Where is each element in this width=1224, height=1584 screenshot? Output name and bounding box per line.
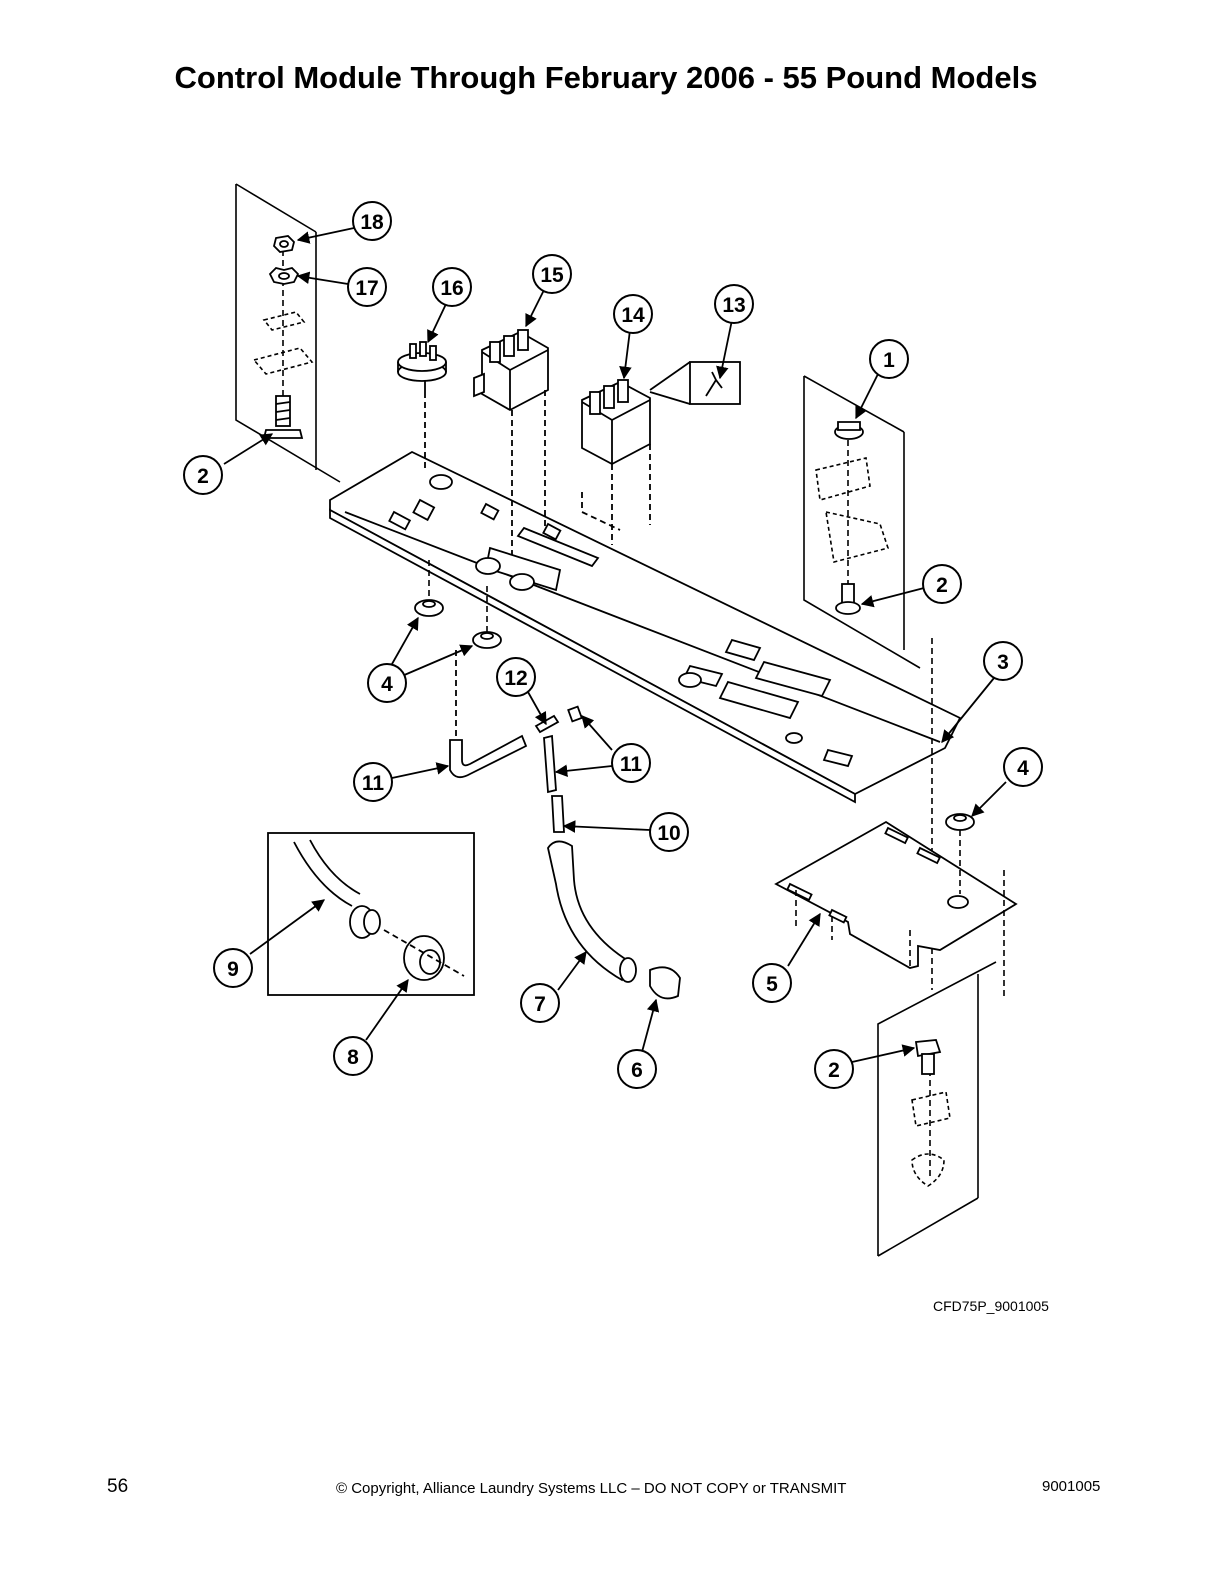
svg-text:18: 18 xyxy=(360,211,384,234)
callout-17: 17 xyxy=(347,267,387,307)
pressure-switch xyxy=(397,341,447,470)
page-number: 56 xyxy=(107,1476,129,1497)
svg-text:14: 14 xyxy=(621,304,645,327)
callout-1: 1 xyxy=(869,339,909,379)
hose-assembly xyxy=(449,650,681,1000)
callout-leaders xyxy=(223,227,1007,1063)
right-lower-detail-panel xyxy=(877,961,997,1257)
copyright-notice: © Copyright, Alliance Laundry Systems LL… xyxy=(336,1480,847,1497)
svg-text:4: 4 xyxy=(1017,757,1029,780)
svg-text:16: 16 xyxy=(440,277,463,300)
callout-18: 18 xyxy=(352,201,392,241)
callout-11-right: 11 xyxy=(611,743,651,783)
callout-7: 7 xyxy=(520,983,560,1023)
callout-12: 12 xyxy=(496,657,536,697)
callout-13: 13 xyxy=(714,284,754,324)
callout-8: 8 xyxy=(333,1036,373,1076)
grommet xyxy=(414,599,975,831)
svg-text:11: 11 xyxy=(362,772,385,795)
mounting-plate xyxy=(774,820,1018,969)
bolt-right-upper xyxy=(835,583,861,615)
flange-nut xyxy=(834,421,864,440)
callout-10: 10 xyxy=(649,812,689,852)
callout-6: 6 xyxy=(617,1049,657,1089)
svg-text:12: 12 xyxy=(504,667,527,690)
callout-9: 9 xyxy=(213,948,253,988)
nut xyxy=(273,235,295,253)
svg-text:11: 11 xyxy=(620,753,643,776)
svg-text:4: 4 xyxy=(381,673,393,696)
callout-2-left: 2 xyxy=(183,455,223,495)
hose-connection-inset xyxy=(267,832,475,996)
star-washer xyxy=(268,267,300,285)
bolt-left xyxy=(262,395,304,439)
contactor-14 xyxy=(581,379,651,545)
figure-id: CFD75P_9001005 xyxy=(933,1298,1049,1314)
callout-14: 14 xyxy=(613,294,653,334)
callout-15: 15 xyxy=(532,254,572,294)
svg-text:7: 7 xyxy=(534,993,546,1016)
svg-text:8: 8 xyxy=(347,1046,359,1069)
svg-text:2: 2 xyxy=(936,574,948,597)
svg-text:2: 2 xyxy=(828,1059,840,1082)
callout-16: 16 xyxy=(432,267,472,307)
callout-4-right: 4 xyxy=(1003,747,1043,787)
svg-text:1: 1 xyxy=(883,349,895,372)
right-detail-panel xyxy=(803,375,921,669)
left-detail-panel xyxy=(235,183,341,483)
svg-text:17: 17 xyxy=(355,277,378,300)
callout-2-right-upper: 2 xyxy=(922,564,962,604)
svg-text:6: 6 xyxy=(631,1059,643,1082)
svg-text:15: 15 xyxy=(540,264,564,287)
callout-3: 3 xyxy=(983,641,1023,681)
svg-text:13: 13 xyxy=(722,294,745,317)
page-title: Control Module Through February 2006 - 5… xyxy=(174,60,1038,95)
svg-text:2: 2 xyxy=(197,465,209,488)
svg-text:9: 9 xyxy=(227,958,239,981)
svg-text:3: 3 xyxy=(997,651,1009,674)
plate-guide-lines xyxy=(795,830,1005,1000)
svg-text:10: 10 xyxy=(657,822,680,845)
callout-4-left: 4 xyxy=(367,663,407,703)
bolt-right-lower xyxy=(914,1039,942,1075)
control-panel-bracket xyxy=(329,450,962,804)
document-number: 9001005 xyxy=(1042,1478,1101,1495)
callout-11-left: 11 xyxy=(353,762,393,802)
callout-2-right-lower: 2 xyxy=(814,1049,854,1089)
clip-inset-13 xyxy=(649,361,741,405)
svg-text:5: 5 xyxy=(766,973,778,996)
contactor-15 xyxy=(473,329,549,555)
callout-5: 5 xyxy=(752,963,792,1003)
